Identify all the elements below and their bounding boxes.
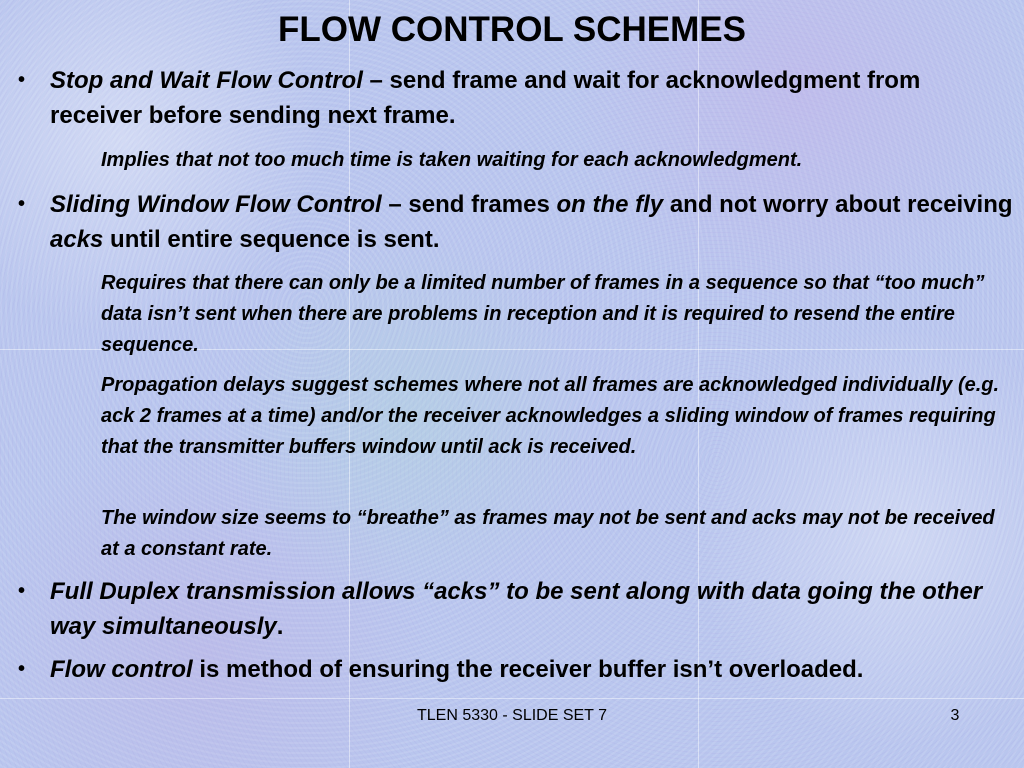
background-seam (0, 698, 1024, 699)
bullet-body: – send frames (381, 191, 557, 218)
bullet-sliding-window: • Sliding Window Flow Control – send fra… (18, 187, 1018, 257)
background-seam (698, 0, 699, 768)
sub-point-implies: Implies that not too much time is taken … (101, 149, 803, 171)
bullet-body: is method of ensuring the receiver buffe… (192, 656, 864, 683)
bullet-term: Stop and Wait Flow Control (50, 67, 363, 94)
bullet-body: – send frame and wait for acknowledgment… (50, 67, 921, 129)
bullet-text: Stop and Wait Flow Control – send frame … (50, 63, 1018, 133)
bullet-term: Sliding Window Flow Control (50, 191, 382, 218)
bullet-term: Full Duplex transmission allows “acks” t… (50, 578, 983, 640)
bullet-term: Flow control (50, 656, 193, 683)
footer-page-number: 3 (950, 707, 960, 724)
sub-point-requires: Requires that there can only be a limite… (101, 272, 985, 356)
sub-point-propagation: Propagation delays suggest schemes where… (101, 374, 1000, 458)
background-seam (0, 349, 1024, 350)
bullet-emphasis: on the fly (556, 191, 664, 218)
bullet-text: Full Duplex transmission allows “acks” t… (50, 574, 1018, 644)
bullet-stop-and-wait: • Stop and Wait Flow Control – send fram… (18, 63, 1018, 133)
sub-point-window-size: The window size seems to “breathe” as fr… (101, 507, 995, 560)
bullet-marker: • (18, 658, 26, 680)
bullet-body: . (276, 613, 284, 640)
bullet-text: Sliding Window Flow Control – send frame… (50, 187, 1018, 257)
bullet-marker: • (18, 580, 26, 602)
bullet-body: and not worry about receiving (663, 191, 1013, 218)
bullet-emphasis: acks (50, 226, 104, 253)
footer-course-label: TLEN 5330 - SLIDE SET 7 (416, 707, 607, 724)
bullet-text: Flow control is method of ensuring the r… (50, 652, 1018, 687)
background-seam (349, 0, 350, 768)
bullet-marker: • (18, 69, 26, 91)
bullet-full-duplex: • Full Duplex transmission allows “acks”… (18, 574, 1018, 644)
bullet-flow-control: • Flow control is method of ensuring the… (18, 652, 1018, 687)
bullet-marker: • (18, 193, 26, 215)
slide-title: FLOW CONTROL SCHEMES (278, 10, 746, 49)
bullet-body: until entire sequence is sent. (103, 226, 440, 253)
